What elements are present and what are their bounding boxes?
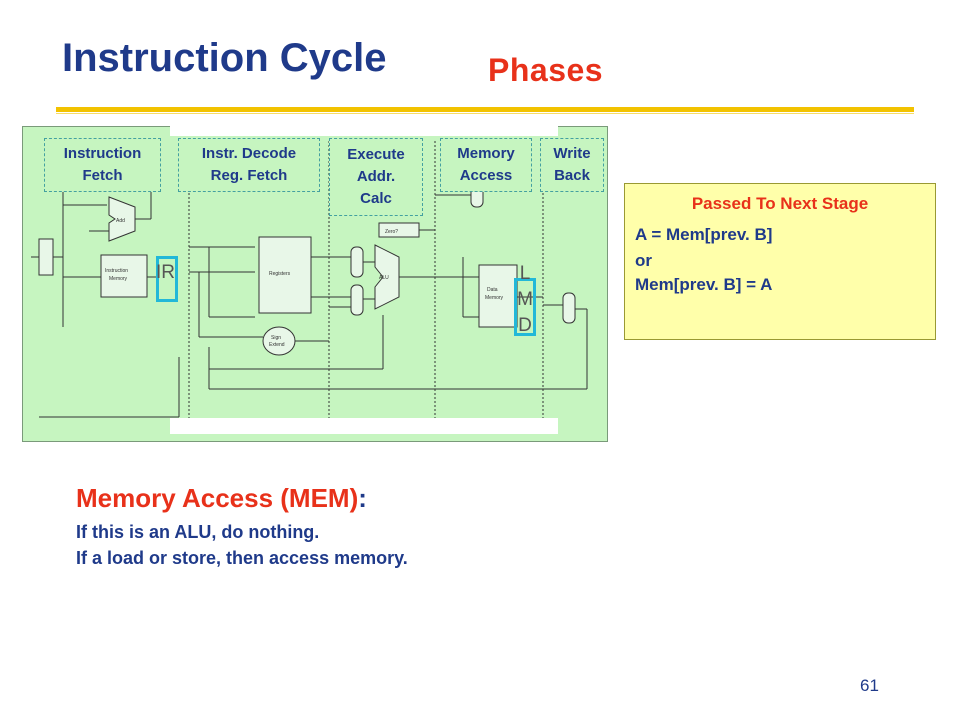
lmd-letter: M: [517, 289, 533, 310]
phase-decode: Instr. Decode Reg. Fetch: [178, 138, 320, 192]
note-line: Mem[prev. B] = A: [635, 275, 773, 294]
lmd-letter: D: [518, 315, 532, 336]
alu-shape: [374, 244, 400, 310]
mux-a: [350, 246, 364, 278]
phase-execute: Execute Addr. Calc: [329, 138, 423, 216]
phase-label: Write Back: [553, 145, 591, 184]
note-line: or: [635, 251, 652, 270]
mem-desc-line: If a load or store, then access memory.: [76, 548, 408, 568]
phase-label: Instr. Decode Reg. Fetch: [201, 145, 297, 184]
zero-label: Zero?: [385, 229, 398, 235]
phase-instruction-fetch: Instruction Fetch: [44, 138, 161, 192]
phase-label: Memory Access: [457, 145, 515, 184]
note-line: A = Mem[prev. B]: [635, 225, 773, 244]
wb-mux: [562, 292, 576, 324]
ir-label: IR: [156, 262, 175, 283]
dmem-label: Data: [487, 287, 498, 293]
lmd-label: L M D: [517, 261, 533, 339]
svg-text:Memory: Memory: [109, 276, 128, 282]
instruction-memory: [100, 254, 148, 298]
lmd-letter: L: [519, 263, 531, 284]
phase-memory-access: Memory Access: [440, 138, 532, 192]
phase-label: Execute Addr. Calc: [347, 146, 405, 207]
diagram-bottom-mask: [170, 418, 558, 434]
mem-desc-line: If this is an ALU, do nothing.: [76, 522, 320, 542]
title-underline-shadow: [56, 113, 914, 114]
lmd-highlight: [514, 278, 536, 336]
sign-extend: [262, 326, 296, 356]
mem-stage-heading: Memory Access (MEM):: [76, 483, 367, 514]
alu-label: ALU: [379, 275, 389, 281]
diagram-top-mask: [170, 126, 558, 136]
pc-register: [38, 238, 54, 276]
mem-stage-title: Memory Access (MEM): [76, 483, 359, 513]
mem-stage-colon: :: [358, 483, 367, 513]
phase-write-back: Write Back: [540, 138, 604, 192]
phase-label: Instruction Fetch: [63, 145, 142, 184]
svg-text:Extend: Extend: [269, 342, 285, 348]
slide-title: Instruction Cycle: [62, 36, 387, 80]
title-underline: [56, 107, 914, 112]
regfile-label: Registers: [269, 271, 291, 277]
datapath-wiring: Add Instruction Memory Registers Sign Ex…: [31, 141, 588, 427]
note-heading: Passed To Next Stage: [691, 194, 869, 213]
imem-label: Instruction: [105, 268, 128, 274]
svg-text:Memory: Memory: [485, 295, 504, 301]
adder-shape: [108, 196, 136, 242]
signext-label: Sign: [271, 335, 281, 341]
slide-subtitle: Phases: [488, 52, 604, 88]
mux-b: [350, 284, 364, 316]
register-file: [258, 236, 312, 314]
ir-highlight: [156, 256, 178, 302]
passed-to-next-stage-note: Passed To Next Stage A = Mem[prev. B] or…: [624, 183, 936, 340]
page-number: 61: [860, 676, 879, 695]
data-memory: [478, 264, 518, 328]
adder-label: Add: [116, 218, 125, 224]
